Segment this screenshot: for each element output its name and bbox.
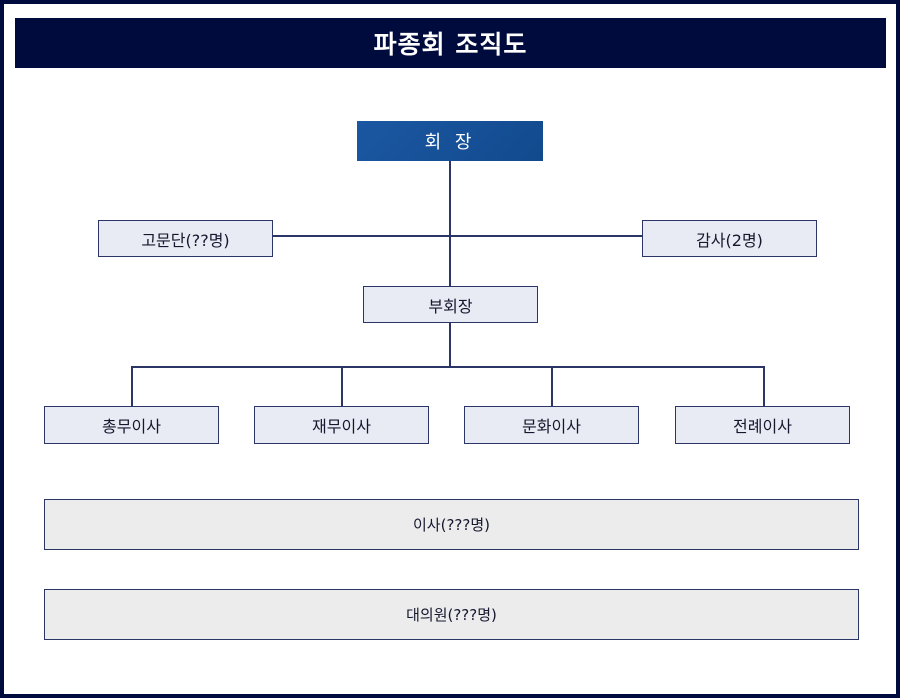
connector-vice-to-distribution	[448, 322, 451, 368]
connector-stem-dir-finance	[340, 366, 344, 407]
connector-advisors-auditor-bar	[272, 235, 643, 238]
connector-stem-dir-general	[131, 366, 134, 407]
node-director-finance[interactable]: 재무이사	[254, 406, 429, 444]
node-director-culture[interactable]: 문화이사	[464, 406, 639, 444]
connector-directors-bar	[131, 366, 765, 369]
node-delegates-pool[interactable]: 대의원(???명)	[44, 589, 859, 640]
node-director-general-affairs[interactable]: 총무이사	[44, 406, 219, 444]
connector-stem-dir-culture	[550, 366, 553, 407]
connector-stem-dir-ritual	[762, 366, 765, 407]
node-vice-chairman[interactable]: 부회장	[363, 286, 538, 323]
node-directors-pool[interactable]: 이사(???명)	[44, 499, 859, 550]
node-chairman[interactable]: 회 장	[357, 121, 543, 161]
page-title: 파종회 조직도	[15, 18, 886, 68]
node-advisors[interactable]: 고문단(??명)	[98, 220, 273, 257]
node-director-ritual[interactable]: 전례이사	[675, 406, 850, 444]
node-auditor[interactable]: 감사(2명)	[642, 220, 817, 257]
connector-chairman-to-vice	[448, 161, 451, 287]
